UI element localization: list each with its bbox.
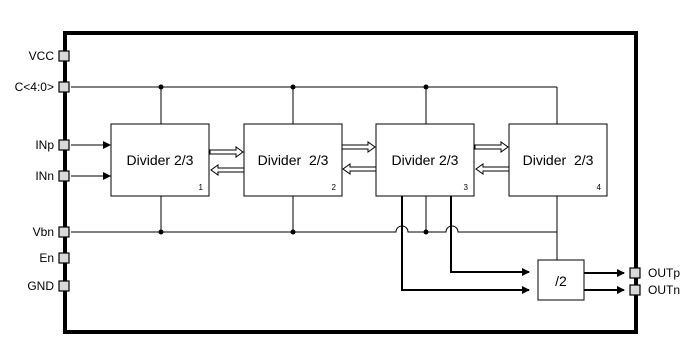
control-bus — [71, 86, 558, 124]
chip-outline — [63, 31, 638, 334]
pin-gnd: GND — [27, 279, 70, 293]
pin-vbn: Vbn — [33, 225, 70, 239]
junction-dot — [423, 84, 429, 90]
pin-label: OUTn — [648, 283, 680, 297]
divider-block-3: Divider 2/3 3 — [375, 123, 475, 197]
final-divider-label: /2 — [555, 273, 567, 289]
div3-output-lines — [401, 196, 530, 294]
pin-inn: INn — [35, 169, 70, 183]
divider-block-4: Divider 2/3 4 — [508, 123, 608, 197]
bias-line — [71, 196, 558, 260]
junction-dot — [158, 84, 164, 90]
pin-inp: INp — [35, 138, 70, 152]
pin-c: C<4:0> — [15, 80, 70, 94]
pin-outp: OUTp — [629, 266, 680, 280]
pin-label: VCC — [29, 49, 55, 63]
junction-dot — [423, 229, 429, 235]
output-lines — [584, 269, 625, 294]
pin-outn: OUTn — [629, 283, 680, 297]
divider-title: Divider 2/3 — [127, 152, 194, 168]
pin-label: INp — [35, 138, 54, 152]
inter-divider-arrows — [209, 141, 510, 176]
pin-label: Vbn — [33, 225, 54, 239]
divider-title: Divider 2/3 — [523, 152, 594, 168]
junction-dot — [290, 84, 296, 90]
divider-index: 1 — [199, 183, 204, 192]
divider-index: 4 — [597, 183, 602, 192]
pin-en: En — [39, 251, 70, 265]
pin-label: OUTp — [648, 266, 680, 280]
divider-block-2: Divider 2/3 2 — [243, 123, 343, 197]
divider-title: Divider 2/3 — [392, 152, 459, 168]
pin-label: GND — [27, 279, 54, 293]
divider-index: 2 — [332, 183, 337, 192]
junction-dot — [158, 229, 164, 235]
divider-block-1: Divider 2/3 1 — [110, 123, 210, 197]
pin-label: INn — [35, 169, 54, 183]
final-divider-block: /2 — [537, 259, 585, 301]
pin-label: C<4:0> — [15, 80, 54, 94]
pin-vcc: VCC — [29, 49, 70, 63]
divider-title: Divider 2/3 — [258, 152, 329, 168]
divider-index: 3 — [464, 183, 469, 192]
junction-dot — [290, 229, 296, 235]
pin-label: En — [39, 251, 54, 265]
